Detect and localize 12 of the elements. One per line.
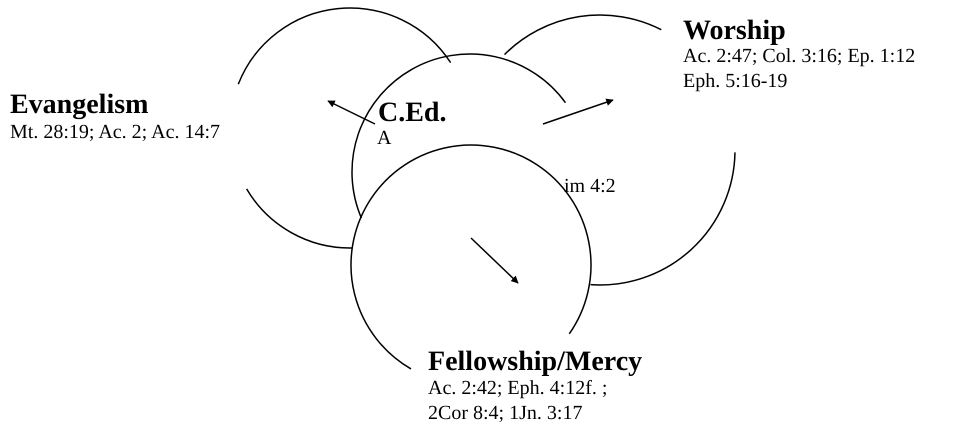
verse-references-fragment: im 4:2 [564,174,616,199]
heading: Evangelism [10,90,148,120]
heading: Fellowship/Mercy [428,347,642,377]
verse-references-fragment: A [377,126,392,151]
verse-references: Ac. 2:47; Col. 3:16; Ep. 1:12 Eph. 5:16-19 [683,45,916,94]
arrow [327,100,376,125]
verse-references: Mt. 28:19; Ac. 2; Ac. 14:7 [10,120,220,145]
heading: Worship [683,16,786,46]
heading: C.Ed. [378,98,446,128]
arrow [470,237,519,284]
arrow [542,98,614,125]
verse-references: Ac. 2:42; Eph. 4:12f. ; 2Cor 8:4; 1Jn. 3:17 [428,376,608,426]
